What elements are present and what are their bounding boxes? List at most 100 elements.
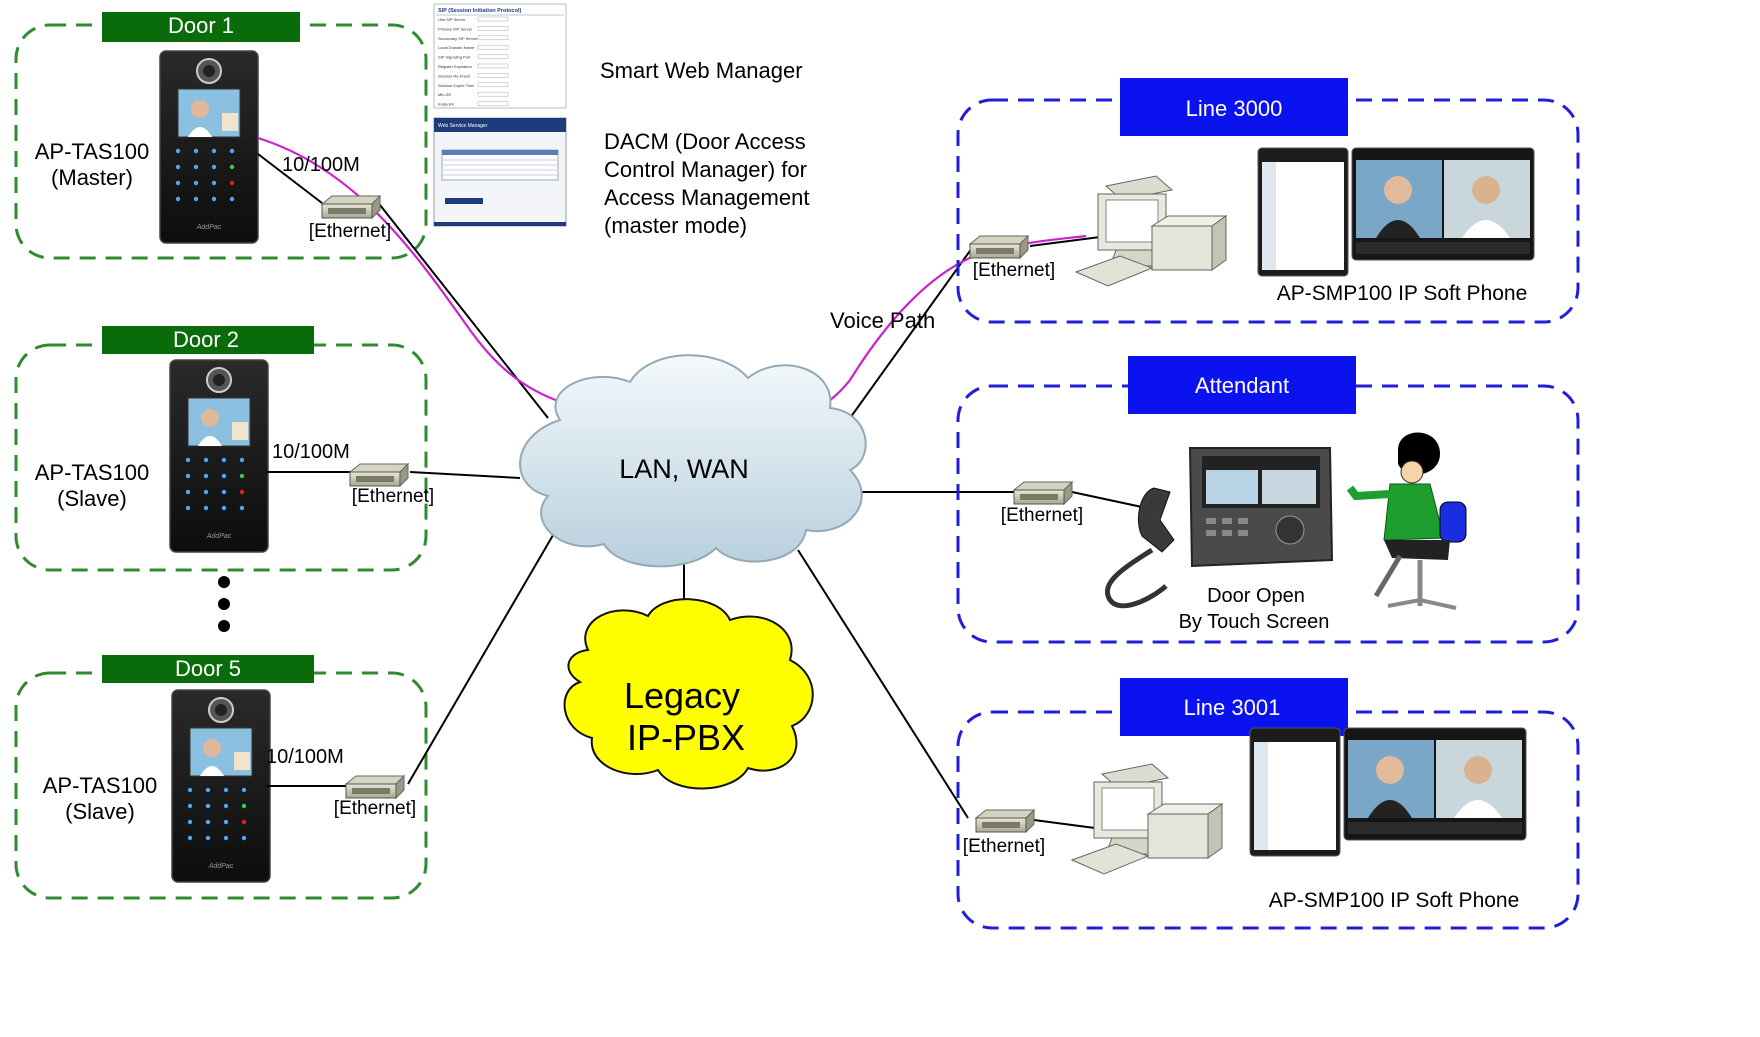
sip-row-label: Endpoint xyxy=(438,102,455,107)
sip-row-field xyxy=(477,16,509,22)
softphone-caption: AP-SMP100 IP Soft Phone xyxy=(1277,282,1528,305)
lan-wan-label: LAN, WAN xyxy=(619,454,749,484)
door-tag-label: Door 2 xyxy=(173,327,239,352)
attendant-caption: Door Open xyxy=(1207,585,1305,607)
sip-row-field xyxy=(477,91,509,97)
keypad-key xyxy=(187,803,193,809)
sip-row-label: Use SIP Server xyxy=(438,17,466,22)
door-role: (Slave) xyxy=(65,799,135,824)
keypad-key xyxy=(211,164,217,170)
panel-brand-label: AddPac xyxy=(196,224,222,231)
panel-brand-label: AddPac xyxy=(206,533,232,540)
ethernet-label: [Ethernet] xyxy=(352,486,434,507)
keypad-key xyxy=(211,180,217,186)
ethernet-switch xyxy=(1013,481,1073,505)
keypad-key xyxy=(175,180,181,186)
door-group-5: Door 5 AP-TAS100 (Slave) xyxy=(14,655,428,900)
keypad-key xyxy=(221,505,227,511)
ethernet-switch: [Ethernet] 10/100M xyxy=(266,746,416,819)
ethernet-label: [Ethernet] xyxy=(973,260,1055,281)
sip-row-label: SIP Signaling Port xyxy=(438,55,471,60)
sip-row-field xyxy=(477,54,509,59)
keypad-key xyxy=(223,835,229,841)
web-manager-panel-title: Web Service Manager xyxy=(438,123,488,129)
line-tag xyxy=(1120,678,1348,736)
keypad-key xyxy=(241,803,247,809)
desktop-computer xyxy=(1075,175,1227,287)
keypad-key xyxy=(187,787,193,793)
keypad-key xyxy=(203,457,209,463)
sip-row-field xyxy=(477,63,509,69)
keypad-key xyxy=(239,505,245,511)
door-role: (Slave) xyxy=(57,486,127,511)
ethernet-switch xyxy=(969,235,1029,259)
dacm-line: Control Manager) for xyxy=(604,157,807,182)
ethernet-switch: [Ethernet] 10/100M xyxy=(272,441,434,507)
ethernet-label: [Ethernet] xyxy=(1001,505,1083,526)
keypad-key xyxy=(185,473,191,479)
continuation-dots xyxy=(218,576,230,632)
sip-row-field xyxy=(477,26,509,31)
keypad-key xyxy=(185,457,191,463)
keypad-key xyxy=(185,489,191,495)
attendant-group: Attendant [Ethernet] xyxy=(956,356,1580,644)
line-tag xyxy=(1120,78,1348,136)
keypad-key xyxy=(203,473,209,479)
sip-row-label: Session Expire Time xyxy=(438,83,475,88)
sip-settings-screenshot: SIP (Session Initiation Protocol) Use SI… xyxy=(433,3,567,109)
keypad-key xyxy=(239,489,245,495)
ethernet-label: [Ethernet] xyxy=(309,221,391,242)
keypad-key xyxy=(193,164,199,170)
door-model: AP-TAS100 xyxy=(43,773,158,798)
web-manager-screenshot: Web Service Manager xyxy=(433,117,567,227)
softphone-caption: AP-SMP100 IP Soft Phone xyxy=(1269,889,1520,912)
door-model: AP-TAS100 xyxy=(35,139,150,164)
door-tag-label: Door 1 xyxy=(168,13,234,38)
door-model: AP-TAS100 xyxy=(35,460,150,485)
ethernet-label: [Ethernet] xyxy=(334,798,416,819)
sip-row-label: Register Expiration xyxy=(438,64,472,69)
keypad-key xyxy=(229,180,235,186)
keypad-key xyxy=(205,787,211,793)
sip-row-label: Secondary SIP Server xyxy=(438,36,478,41)
dacm-description: DACM (Door Access Control Manager) for A… xyxy=(604,129,809,238)
keypad-key xyxy=(211,148,217,154)
keypad-key xyxy=(187,835,193,841)
speed-label: 10/100M xyxy=(282,154,360,176)
sip-row-field xyxy=(477,73,509,78)
door-role: (Master) xyxy=(51,165,133,190)
sip-row-label: Min-SE xyxy=(438,92,451,97)
keypad-key xyxy=(193,180,199,186)
ethernet-switch: [Ethernet] 10/100M xyxy=(282,154,391,242)
sip-row-label: Session Re-Fresh xyxy=(438,73,470,78)
keypad-key xyxy=(221,473,227,479)
pbx-label-line: Legacy xyxy=(624,675,740,716)
keypad-key xyxy=(187,819,193,825)
softphone-screenshot xyxy=(1249,727,1527,857)
lan-wan-cloud: LAN, WAN xyxy=(519,354,867,568)
keypad-key xyxy=(223,787,229,793)
door-panel-device xyxy=(169,359,269,553)
ethernet-switch xyxy=(975,809,1035,833)
line-tag-label: Line 3000 xyxy=(1186,96,1283,121)
dacm-line: (master mode) xyxy=(604,213,747,238)
keypad-key xyxy=(229,148,235,154)
sip-row-field xyxy=(477,35,509,41)
attendant-caption: By Touch Screen xyxy=(1179,611,1330,633)
sip-row-label: Primary SIP Server xyxy=(438,26,473,31)
door-group-1: Door 1 AP-TAS100 (Master) xyxy=(14,12,428,260)
sip-panel-title: SIP (Session Initiation Protocol) xyxy=(438,8,521,14)
speed-label: 10/100M xyxy=(272,441,350,463)
keypad-key xyxy=(241,819,247,825)
desktop-computer xyxy=(1071,763,1223,875)
keypad-key xyxy=(175,196,181,202)
video-phone-device xyxy=(1104,447,1334,609)
keypad-key xyxy=(211,196,217,202)
keypad-key xyxy=(175,164,181,170)
door-panel-device xyxy=(159,50,259,244)
line-3001-group: Line 3001 [Ethernet] AP-SMP100 IP Soft P… xyxy=(956,678,1580,930)
keypad-key xyxy=(205,803,211,809)
door-group-2: Door 2 AP-TAS100 (Slave) xyxy=(14,326,428,572)
keypad-key xyxy=(185,505,191,511)
